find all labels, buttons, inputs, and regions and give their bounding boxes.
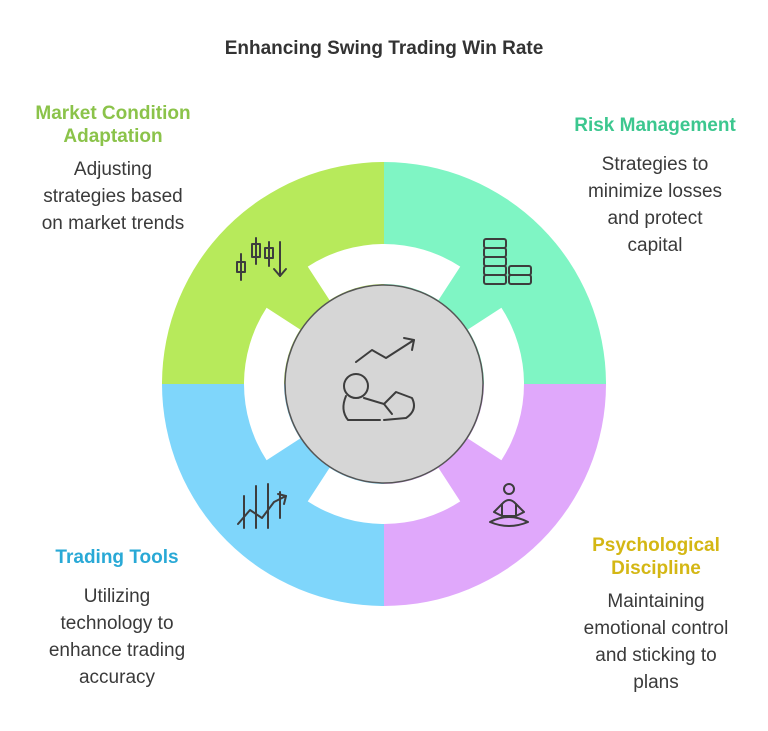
inner-ring: [244, 244, 524, 524]
market-desc-line: strategies based: [43, 186, 183, 207]
risk-desc-line: Strategies to: [601, 154, 709, 175]
psych-desc-line: emotional control: [583, 618, 729, 639]
meditation-icon: [489, 483, 529, 527]
ring-segment-right: [467, 307, 524, 461]
center-circle: [284, 284, 484, 484]
market-desc-line: Adjusting: [73, 159, 153, 180]
ring-segment-top: [307, 244, 461, 301]
psych-desc-line: and sticking to: [595, 645, 717, 666]
tools-description: Utilizing technology to enhance trading …: [22, 583, 212, 691]
coin-stacks-icon: [483, 238, 532, 285]
psych-desc-line: plans: [633, 672, 679, 693]
risk-title-line1: Risk Management: [574, 115, 736, 136]
psych-title: Psychological Discipline: [556, 534, 756, 580]
tools-desc-line: Utilizing: [83, 586, 151, 607]
label-tools: Trading Tools Utilizing technology to en…: [22, 546, 212, 691]
market-desc-line: on market trends: [41, 213, 185, 234]
market-title: Market Condition Adaptation: [18, 102, 208, 148]
market-title-line1: Market Condition: [35, 103, 191, 124]
tools-title-line1: Trading Tools: [55, 547, 179, 568]
tools-desc-line: accuracy: [78, 667, 156, 688]
label-market: Market Condition Adaptation Adjusting st…: [18, 102, 208, 237]
risk-desc-line: and protect: [607, 208, 703, 229]
risk-desc-line: minimize losses: [587, 181, 723, 202]
relaxed-trader-trend-icon: [342, 337, 415, 421]
market-description: Adjusting strategies based on market tre…: [18, 156, 208, 237]
trend-chart-icon: [237, 483, 287, 529]
risk-description: Strategies to minimize losses and protec…: [560, 151, 750, 259]
tools-desc-line: technology to: [60, 613, 174, 634]
psych-description: Maintaining emotional control and sticki…: [556, 588, 756, 696]
psych-title-line2: Discipline: [611, 558, 701, 579]
diagram-title: Enhancing Swing Trading Win Rate: [224, 38, 544, 59]
tools-desc-line: enhance trading: [48, 640, 186, 661]
risk-title: Risk Management: [560, 114, 750, 137]
market-title-line2: Adaptation: [63, 126, 163, 147]
tools-title: Trading Tools: [22, 546, 212, 569]
psych-title-line1: Psychological: [592, 535, 720, 556]
candlestick-chart-icon: [236, 237, 287, 281]
risk-desc-line: capital: [627, 235, 683, 256]
psych-desc-line: Maintaining: [607, 591, 705, 612]
label-risk: Risk Management Strategies to minimize l…: [560, 114, 750, 259]
label-psych: Psychological Discipline Maintaining emo…: [556, 534, 756, 696]
ring-segment-left: [244, 307, 301, 461]
ring-segment-bottom: [307, 467, 461, 524]
